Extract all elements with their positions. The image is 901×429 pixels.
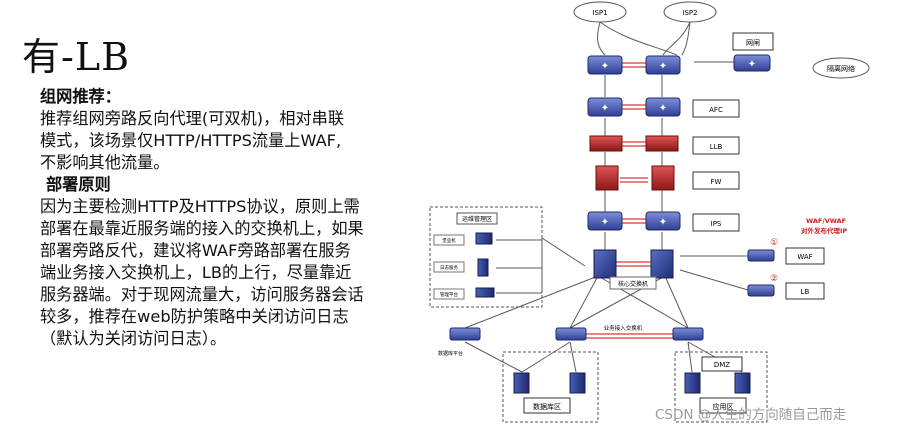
label-box-afc: AFC bbox=[692, 99, 740, 118]
svg-text:WAF: WAF bbox=[797, 253, 812, 261]
llb-right bbox=[645, 135, 679, 152]
svg-text:✦: ✦ bbox=[659, 217, 667, 228]
section1-heading: 组网推荐： bbox=[40, 87, 121, 106]
svg-text:✦: ✦ bbox=[659, 61, 667, 72]
ips-left: ✦ bbox=[587, 211, 623, 231]
left-switch-label: 数据库平台 bbox=[438, 350, 463, 357]
svg-text:网闸: 网闸 bbox=[746, 39, 760, 47]
label-box-waf: WAF bbox=[785, 247, 825, 265]
ha-links bbox=[582, 62, 675, 339]
section2-heading: 部署原则 bbox=[46, 175, 111, 194]
label-box-fw: FW bbox=[692, 171, 740, 190]
svg-text:✦: ✦ bbox=[748, 59, 756, 70]
slide-title: 有-LB bbox=[22, 35, 130, 79]
svg-text:✦: ✦ bbox=[601, 61, 609, 72]
core-switch-left bbox=[593, 249, 617, 279]
waf-title-label: WAF/VWAF bbox=[806, 217, 846, 225]
svg-text:AFC: AFC bbox=[709, 106, 723, 114]
fw-left bbox=[595, 165, 619, 191]
cloud-isp2: ISP2 bbox=[663, 1, 717, 23]
ops-zone-title: 运维管理区 bbox=[462, 215, 492, 223]
ops-item-3: 管理平台 bbox=[440, 291, 458, 298]
section1-line-3: 不影响其他流量。 bbox=[40, 153, 170, 172]
access-switch-app bbox=[672, 327, 704, 341]
svg-text:✦: ✦ bbox=[601, 103, 609, 114]
section2-line-7: （默认为关闭访问日志）。 bbox=[40, 329, 227, 348]
router-right: ✦ bbox=[645, 55, 681, 75]
section1-line-2: 模式，该场景仅HTTP/HTTPS流量上WAF, bbox=[40, 131, 342, 150]
gateway-router: ✦ bbox=[733, 54, 771, 72]
network-topology-diagram: ISP1 ISP2 隔离网络 ✦ ✦ ✦ 网闸 ✦ ✦ AFC LLB bbox=[429, 1, 870, 423]
section2-line-3: 部署旁路反代，建议将WAF旁路部署在服务 bbox=[40, 241, 351, 260]
db-zone-label: 数据库区 bbox=[533, 402, 561, 411]
label-box-lb: LB bbox=[785, 282, 825, 300]
cloud-isp1-label: ISP1 bbox=[592, 9, 607, 17]
section2-line-4: 端业务接入交换机上，LB的上行，尽量靠近 bbox=[40, 263, 352, 282]
cloud-other-label: 隔离网络 bbox=[827, 64, 855, 73]
access-switch-left bbox=[449, 327, 481, 341]
ops-zone: 运维管理区 堡垒机 日志服务 管理平台 bbox=[429, 206, 543, 308]
label-box-llb: LLB bbox=[692, 136, 740, 155]
svg-text:LLB: LLB bbox=[710, 143, 723, 151]
csdn-watermark: CSDN @人生的方向随自己而走 bbox=[655, 407, 847, 423]
svg-text:IPS: IPS bbox=[711, 220, 722, 228]
svg-text:✦: ✦ bbox=[601, 217, 609, 228]
lb-device bbox=[747, 284, 775, 297]
section2-line-1: 因为主要检测HTTP及HTTPS协议，原则上需 bbox=[40, 197, 360, 216]
router-left: ✦ bbox=[587, 55, 623, 75]
llb-left bbox=[589, 135, 623, 152]
cloud-isp2-label: ISP2 bbox=[682, 9, 697, 17]
circle-one: ① bbox=[770, 238, 778, 248]
afc-left: ✦ bbox=[587, 97, 623, 117]
section2-line-5: 服务器端。对于现网流量大，访问服务器会话 bbox=[40, 285, 364, 304]
label-box-wangzha: 网闸 bbox=[732, 32, 774, 51]
afc-right: ✦ bbox=[645, 97, 681, 117]
section2-line-2: 部署在最靠近服务端的接入的交换机上，如果 bbox=[40, 219, 364, 238]
app-zone: DMZ 应用区 bbox=[674, 351, 768, 423]
fw-right bbox=[651, 165, 675, 191]
waf-subtitle-label: 对外发布代理IP bbox=[801, 226, 847, 235]
dmz-label: DMZ bbox=[714, 361, 730, 369]
core-switch-right bbox=[650, 249, 674, 279]
ops-item-1: 堡垒机 bbox=[442, 237, 456, 244]
svg-text:✦: ✦ bbox=[659, 103, 667, 114]
svg-text:FW: FW bbox=[711, 178, 722, 186]
section2-line-6: 较多，推荐在web防护策略中关闭访问日志 bbox=[40, 307, 349, 326]
cloud-isolated-network: 隔离网络 bbox=[812, 57, 870, 79]
ops-item-2: 日志服务 bbox=[440, 264, 458, 271]
svg-text:LB: LB bbox=[801, 288, 810, 296]
app-zone-label: 应用区 bbox=[713, 402, 734, 411]
link-lines bbox=[464, 21, 749, 373]
label-box-ips: IPS bbox=[692, 213, 740, 232]
svg-text:核心交换机: 核心交换机 bbox=[618, 280, 648, 288]
biz-access-switch-label: 业务接入交换机 bbox=[604, 324, 643, 332]
db-zone: 数据库区 bbox=[502, 351, 599, 423]
description-text: 组网推荐： 推荐组网旁路反向代理(可双机)，相对串联 模式，该场景仅HTTP/H… bbox=[40, 86, 420, 350]
cloud-isp1: ISP1 bbox=[573, 1, 627, 23]
core-switch-label-box: 核心交换机 bbox=[609, 276, 657, 290]
section1-line-1: 推荐组网旁路反向代理(可双机)，相对串联 bbox=[40, 109, 345, 128]
circle-two: ② bbox=[770, 274, 778, 284]
ips-right: ✦ bbox=[645, 211, 681, 231]
access-switch-db bbox=[555, 327, 587, 341]
waf-device bbox=[747, 249, 775, 262]
